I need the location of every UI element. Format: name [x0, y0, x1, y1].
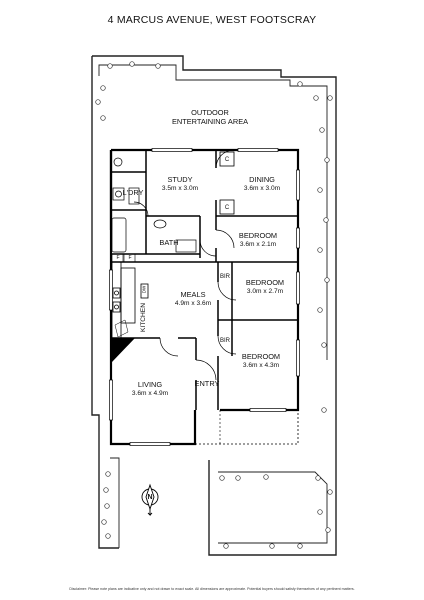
bir1-label: BIR	[219, 274, 231, 280]
bath-fixtures	[111, 217, 197, 253]
bedroom3-dim: 3.6m x 4.3m	[242, 362, 280, 369]
fridge-spaces	[111, 253, 136, 263]
property-boundary	[91, 55, 337, 556]
door-swings	[133, 149, 237, 444]
interior-walls	[111, 150, 298, 410]
compass-north-label: N	[147, 494, 153, 501]
bir2-label: BIR	[219, 338, 231, 344]
cupboard-boxes	[219, 151, 235, 215]
garden-borders	[98, 64, 328, 548]
porch-outline	[195, 410, 299, 445]
kitchen-corner-pattern	[114, 319, 129, 338]
chimney-fill	[112, 338, 135, 362]
meals-label: MEALS 4.9m x 3.6m	[175, 290, 211, 308]
living-label: LIVING 3.6m x 4.9m	[132, 380, 168, 398]
disclaimer-text: Disclaimer: Please note plans are indica…	[69, 587, 355, 591]
meals-dim: 4.9m x 3.6m	[174, 300, 212, 307]
outdoor-area-label: OUTDOOR ENTERTAINING AREA	[171, 108, 249, 126]
laundry-label: L'DRY	[122, 188, 144, 197]
bedroom1-dim: 3.6m x 2.1m	[239, 241, 277, 248]
bedroom2-label: BEDROOM 3.0m x 2.7m	[246, 278, 284, 296]
living-name: LIVING	[137, 380, 163, 389]
dining-name: DINING	[249, 175, 275, 184]
bedroom1-label: BEDROOM 3.6m x 2.1m	[239, 231, 277, 249]
compass	[141, 483, 159, 517]
bedroom1-name: BEDROOM	[238, 231, 278, 240]
shrub-dots	[95, 61, 333, 549]
meals-name: MEALS	[180, 290, 206, 299]
bedroom2-name: BEDROOM	[245, 278, 285, 287]
study-label: STUDY 3.5m x 3.0m	[162, 175, 198, 193]
laundry-fixtures	[112, 157, 140, 205]
kitchen-label: KITCHEN	[139, 303, 147, 332]
bedroom3-name: BEDROOM	[241, 352, 281, 361]
cupboard-2-label: C	[224, 205, 230, 211]
cupboard-1-label: C	[224, 157, 230, 163]
living-dim: 3.6m x 4.9m	[131, 390, 169, 397]
study-name: STUDY	[167, 175, 193, 184]
study-dim: 3.5m x 3.0m	[161, 185, 199, 192]
entry-label: ENTRY	[194, 379, 220, 388]
windows	[109, 148, 300, 446]
bedroom2-dim: 3.0m x 2.7m	[246, 288, 284, 295]
bath-label: BATH	[159, 238, 179, 247]
fridge-label-2: F	[128, 255, 132, 261]
plan-title: 4 MARCUS AVENUE, WEST FOOTSCRAY	[107, 14, 317, 26]
dining-dim: 3.6m x 3.0m	[243, 185, 281, 192]
dishwasher-label: DW	[141, 285, 147, 294]
dining-label: DINING 3.6m x 3.0m	[244, 175, 280, 193]
fridge-label-1: F	[116, 255, 120, 261]
bedroom3-label: BEDROOM 3.6m x 4.3m	[242, 352, 280, 370]
